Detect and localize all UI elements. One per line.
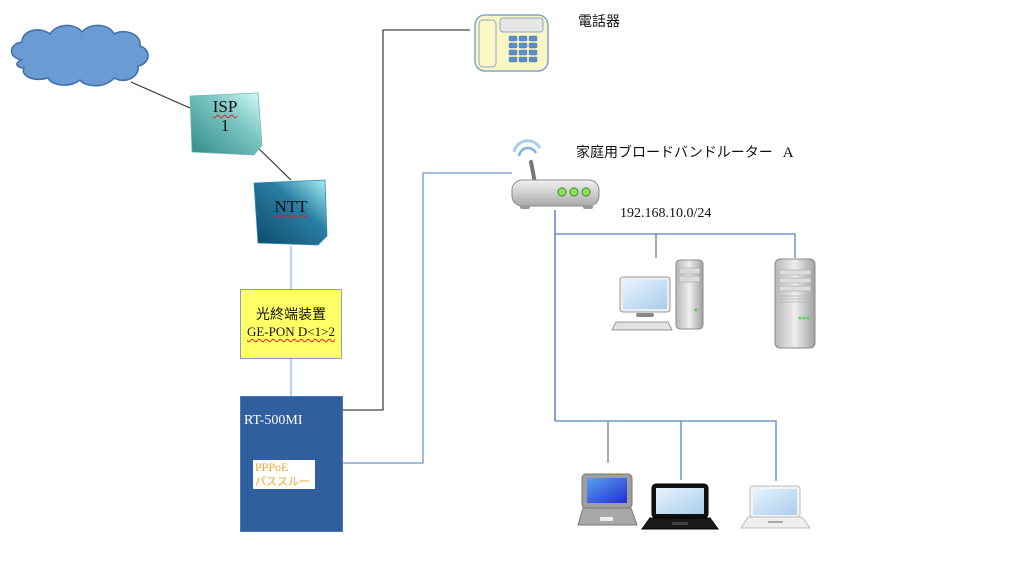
isp-label-line2: 1 bbox=[220, 116, 230, 135]
isp-node-icon bbox=[189, 92, 263, 156]
subnet-label: 192.168.10.0/24 bbox=[620, 206, 712, 221]
link-rt-phone bbox=[343, 29, 470, 411]
desktop-pc-icon bbox=[611, 259, 704, 331]
onu-model: GE-PON D<1>2 bbox=[241, 324, 341, 340]
router-icon bbox=[511, 139, 600, 209]
router-label-suffix: A bbox=[782, 145, 794, 161]
server-icon bbox=[774, 258, 816, 349]
rt-note-line2: パススルー bbox=[255, 475, 310, 488]
onu-title: 光終端装置 bbox=[256, 307, 326, 323]
link-isp-ntt bbox=[255, 145, 292, 181]
rt-500mi-node: RT-500MI PPPoE パススルー bbox=[240, 396, 343, 532]
rt-pppoe-note: PPPoE パススルー bbox=[253, 460, 315, 489]
laptop-silver-icon bbox=[577, 473, 638, 526]
laptop-black-icon bbox=[641, 483, 719, 530]
ntt-node-icon bbox=[253, 179, 328, 246]
onu-model-text: GE-PON D<1>2 bbox=[247, 324, 335, 339]
isp-label-line1: ISP bbox=[212, 97, 238, 116]
router-label-text: 家庭用ブロードバンドルーター bbox=[576, 145, 773, 161]
internet-cloud-icon bbox=[10, 24, 149, 87]
ntt-label: NTT bbox=[274, 197, 308, 216]
telephone-icon bbox=[474, 14, 549, 72]
link-internet-isp bbox=[130, 81, 191, 109]
phone-label: 電話器 bbox=[578, 14, 620, 30]
rt-name: RT-500MI bbox=[244, 413, 303, 428]
link-lan-lower-bus bbox=[555, 420, 777, 481]
isp-label: ISP 1 bbox=[192, 97, 258, 135]
links bbox=[130, 29, 796, 481]
rt-note-line1: PPPoE bbox=[255, 460, 289, 474]
laptop-white-icon bbox=[740, 485, 811, 529]
link-lan-upper-bus bbox=[555, 233, 796, 258]
onu-node: 光終端装置 GE-PON D<1>2 bbox=[240, 289, 342, 359]
link-rt-router bbox=[343, 172, 512, 464]
router-label: 家庭用ブロードバンドルーター A bbox=[576, 142, 794, 162]
